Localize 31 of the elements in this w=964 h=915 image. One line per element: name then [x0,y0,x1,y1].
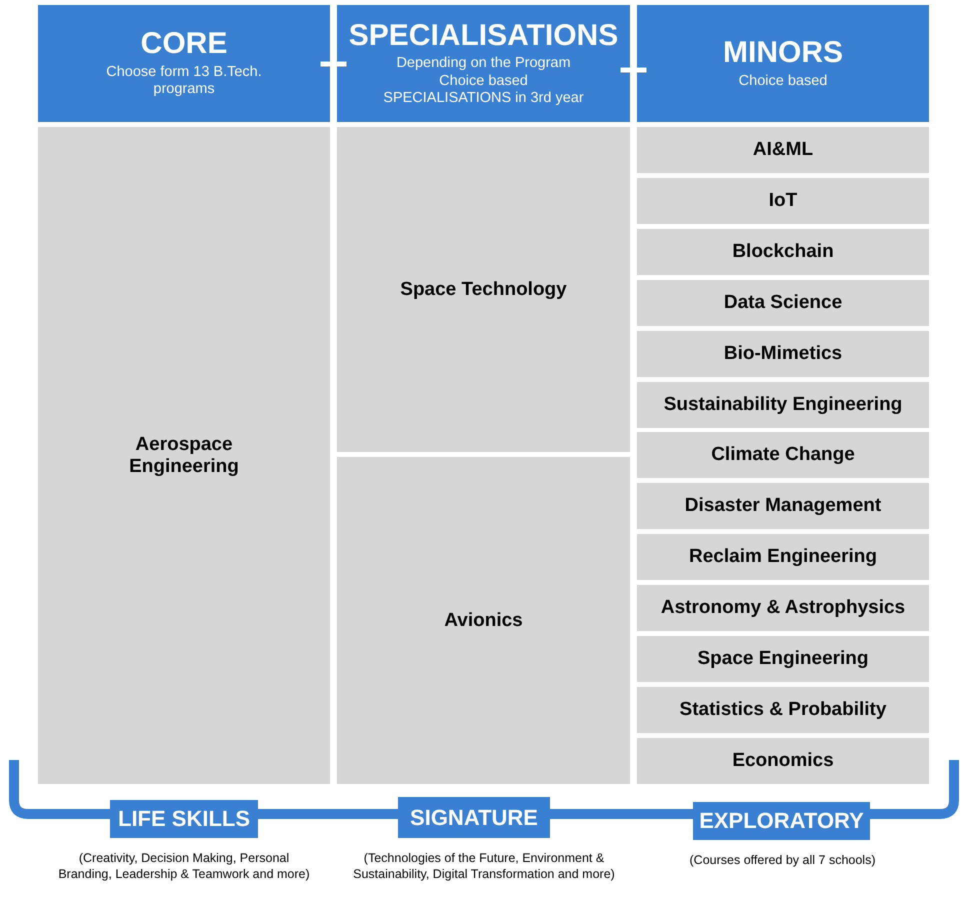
program-box: Sustainability Engineering [637,382,929,428]
program-box: Aerospace Engineering [38,127,330,784]
program-box: Astronomy & Astrophysics [637,585,929,632]
header-subtitle: Choose form 13 B.Tech. programs [105,64,263,99]
program-box: Avionics [337,457,630,784]
program-box: Climate Change [637,432,929,478]
header-title: CORE [140,28,228,60]
category-note: (Technologies of the Future, Environment & Sustainability, Digital Transformation and more) [352,850,616,882]
program-box: Economics [637,738,929,784]
category-tag: LIFE SKILLS [110,800,258,838]
category-tag: SIGNATURE [398,797,550,838]
program-box: Blockchain [637,228,929,275]
header-subtitle: Choice based [738,72,828,90]
header-subtitle: Depending on the Program Choice based SPECIALISATIONS in 3rd year [382,55,585,108]
program-box: Statistics & Probability [637,686,929,733]
program-box: Space Technology [337,127,630,452]
header-title: SPECIALISATIONS [348,20,618,52]
program-box: Reclaim Engineering [637,534,929,580]
category-note: (Courses offered by all 7 schools) [688,852,876,868]
program-box: Bio-Mimetics [637,330,929,377]
column-header [637,5,929,122]
category-tag: EXPLORATORY [693,802,870,840]
program-box: Disaster Management [637,483,929,530]
column-header [337,5,630,122]
program-box: Data Science [637,280,929,326]
header-title: MINORS [723,37,843,69]
category-note: (Creativity, Decision Making, Personal Branding, Leadership & Teamwork and more) [57,850,311,882]
column-header [38,5,330,122]
program-box: IoT [637,178,929,224]
program-box: Space Engineering [637,636,929,682]
program-box: AI&ML [637,127,929,173]
